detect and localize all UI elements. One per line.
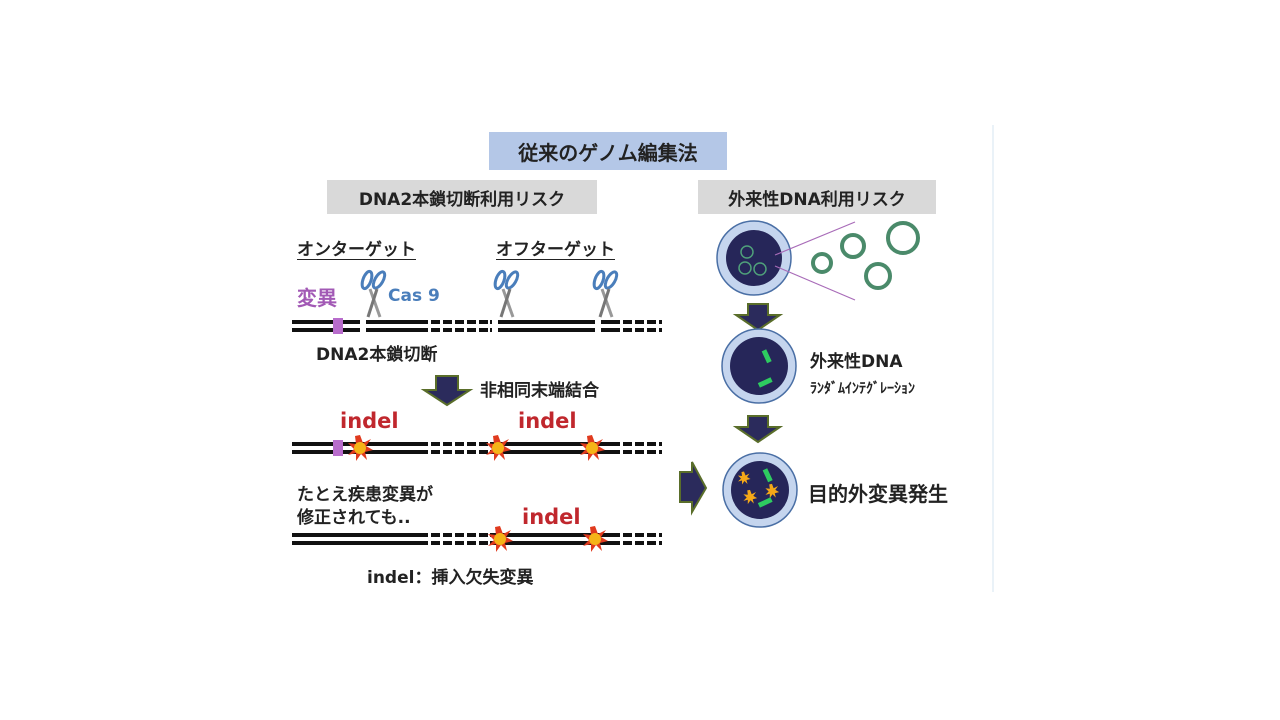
indel-burst-icon — [583, 526, 608, 552]
indel-label: indel — [340, 409, 399, 433]
indel-legend: indel：挿入欠失変異 — [367, 568, 534, 588]
cas9-label: Cas 9 — [388, 286, 440, 306]
dna-strand-1 — [292, 318, 662, 334]
nhej-label: 非相同末端結合 — [480, 381, 599, 401]
indel-burst-icon — [348, 435, 373, 461]
note-line-1: たとえ疾患変異が — [297, 485, 433, 505]
indel-burst-icon — [488, 526, 513, 552]
scissors-icon — [590, 268, 621, 319]
off-target-mutation-label: 目的外変異発生 — [808, 482, 948, 506]
indel-label: indel — [522, 505, 581, 529]
foreign-dna-risk-header: 外来性DNA利用リスク — [698, 180, 936, 214]
cell-with-integrated-dna — [721, 328, 797, 404]
cell-with-plasmids — [716, 220, 920, 301]
foreign-dna-label: 外来性DNA — [810, 352, 903, 372]
note-line-2: 修正されても.. — [297, 508, 411, 528]
diagram-title: 従来のゲノム編集法 — [489, 132, 727, 170]
on-target-label: オンターゲット — [297, 240, 416, 260]
random-integration-label: ﾗﾝﾀﾞﾑｲﾝﾃｸﾞﾚｰｼｮﾝ — [810, 381, 915, 397]
indel-label: indel — [518, 409, 577, 433]
mutation-label: 変異 — [297, 286, 337, 310]
cas9-scissors-icon — [358, 268, 389, 319]
dna-strand-2 — [292, 440, 662, 456]
cell-with-mutations — [722, 452, 798, 528]
dna-strand-3 — [292, 531, 662, 547]
down-arrow-icon — [732, 415, 784, 444]
scissors-icon — [491, 268, 522, 319]
off-target-label: オフターゲット — [496, 240, 615, 260]
down-arrow-icon — [420, 375, 474, 407]
down-arrow-icon — [732, 303, 784, 332]
indel-burst-icon — [580, 435, 605, 461]
dsb-label: DNA2本鎖切断 — [316, 345, 438, 365]
right-arrow-icon — [679, 461, 708, 516]
dsb-risk-header: DNA2本鎖切断利用リスク — [327, 180, 597, 214]
